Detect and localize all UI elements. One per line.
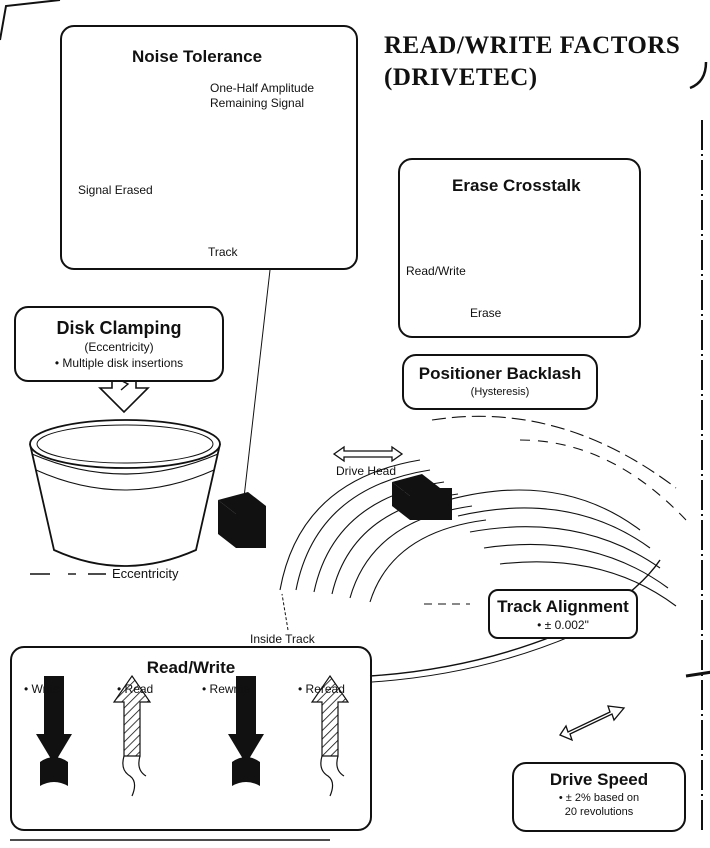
drive-head-arrow	[332, 445, 404, 463]
rewrite-label: • Rewrite	[202, 682, 251, 696]
signal-erased-label: Signal Erased	[78, 183, 153, 197]
noise-connector-line	[241, 269, 271, 516]
reread-label: • Reread	[298, 682, 345, 696]
amplitude-label-line1: One-Half Amplitude	[210, 81, 315, 95]
drive-speed-line2: 20 revolutions	[564, 806, 634, 818]
erase-crosstalk-title: Erase Crosstalk	[452, 176, 581, 195]
inside-track-pointer	[281, 593, 289, 631]
write-arrow	[36, 676, 72, 786]
header-title-line1: READ/WRITE FACTORS	[384, 32, 681, 59]
amplitude-label-line2: Remaining Signal	[210, 96, 305, 110]
disk-clamping-bullet: • Multiple disk insertions	[54, 356, 184, 370]
read-arrow	[112, 674, 152, 797]
disk-clamping-title: Disk Clamping	[56, 318, 182, 338]
erase-label: Erase	[470, 306, 502, 320]
drive-head-label: Drive Head	[336, 464, 397, 478]
read-write-title: Read/Write	[146, 658, 236, 677]
noise-tolerance-title: Noise Tolerance	[132, 47, 263, 66]
reread-arrow	[310, 674, 350, 797]
head-block-left	[218, 492, 266, 548]
header-title-line2: (DRIVETEC)	[384, 64, 538, 91]
write-label: • Write	[24, 682, 60, 696]
noise-tolerance-panel: Noise Tolerance One-Half Amplitude Remai…	[60, 25, 358, 270]
track-alignment-bullet: • ± 0.002"	[537, 618, 589, 632]
read-write-panel: Read/Write • Write • Read • Rewrite • Re…	[10, 646, 372, 831]
read-label: • Read	[117, 682, 154, 696]
erase-crosstalk-panel: Erase Crosstalk Read/Write Erase	[398, 158, 641, 338]
eccentricity-label: Eccentricity	[112, 566, 179, 581]
rewrite-arrow	[228, 676, 264, 786]
disk-clamping-panel: Disk Clamping (Eccentricity) • Multiple …	[14, 306, 224, 382]
positioner-backlash-subtitle: (Hysteresis)	[470, 386, 530, 398]
head-block-right	[392, 474, 452, 520]
positioner-backlash-title: Positioner Backlash	[418, 364, 582, 383]
drive-speed-arrow	[559, 705, 626, 742]
read-write-label: Read/Write	[406, 264, 466, 278]
drive-speed-line1: • ± 2% based on	[558, 792, 640, 804]
drive-speed-panel: Drive Speed • ± 2% based on 20 revolutio…	[512, 762, 686, 832]
track-label: Track	[208, 245, 238, 259]
disk-clamping-subtitle: (Eccentricity)	[84, 340, 154, 354]
inside-track-label: Inside Track	[250, 632, 315, 646]
disk-platter	[29, 419, 221, 567]
positioner-backlash-panel: Positioner Backlash (Hysteresis)	[402, 354, 598, 410]
drive-speed-title: Drive Speed	[549, 770, 649, 789]
track-alignment-panel: Track Alignment • ± 0.002"	[488, 589, 638, 639]
track-alignment-title: Track Alignment	[497, 597, 629, 616]
